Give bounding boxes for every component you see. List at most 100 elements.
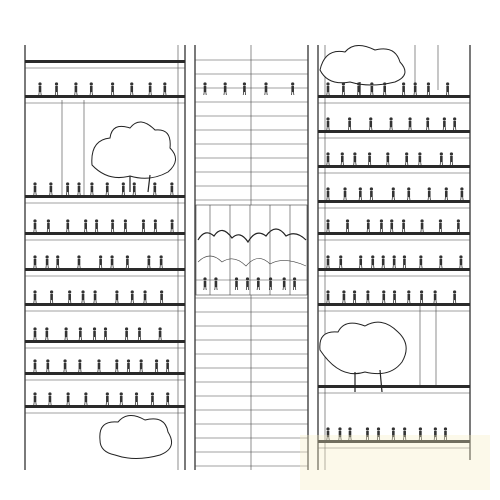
person-body	[359, 191, 362, 197]
person-head	[245, 277, 250, 281]
person-figure	[391, 427, 395, 441]
person-body	[79, 331, 82, 337]
person-head	[403, 427, 407, 431]
person-head	[408, 117, 412, 121]
person-body	[46, 363, 50, 369]
person-figure	[342, 290, 346, 304]
person-head	[369, 187, 373, 191]
person-head	[369, 117, 373, 121]
person-body	[153, 186, 157, 192]
person-head	[326, 117, 330, 121]
person-head	[77, 182, 81, 186]
person-figure	[418, 152, 422, 166]
person-body	[111, 86, 114, 92]
person-head	[94, 219, 99, 223]
person-body	[38, 86, 42, 92]
person-body	[151, 396, 154, 402]
person-figure	[81, 290, 85, 304]
person-body	[105, 186, 109, 192]
person-body	[392, 431, 395, 437]
person-head	[125, 255, 130, 259]
person-head	[33, 255, 37, 259]
person-head	[392, 255, 396, 259]
person-figure	[419, 290, 424, 304]
person-body	[420, 294, 423, 300]
person-body	[380, 223, 383, 229]
person-head	[234, 277, 239, 281]
person-figure	[256, 277, 260, 291]
person-head	[132, 182, 136, 186]
person-head	[420, 219, 424, 223]
person-figure	[446, 82, 450, 96]
person-body	[453, 121, 456, 127]
person-body	[326, 223, 330, 229]
person-body	[163, 86, 167, 92]
person-figure	[456, 219, 460, 233]
person-figure	[383, 82, 387, 96]
person-figure	[339, 255, 343, 269]
person-figure	[115, 359, 119, 373]
person-body	[119, 396, 123, 402]
person-head	[326, 290, 330, 294]
person-head	[359, 255, 363, 259]
person-head	[292, 277, 297, 281]
person-body	[66, 223, 70, 229]
person-head	[139, 359, 143, 363]
left-floor-slab	[25, 405, 185, 408]
person-head	[66, 392, 70, 396]
person-figure	[460, 187, 464, 201]
person-head	[134, 392, 139, 396]
person-head	[453, 117, 457, 121]
person-head	[357, 82, 361, 86]
person-head	[203, 277, 207, 281]
person-head	[84, 219, 88, 223]
person-head	[137, 327, 142, 331]
person-head	[66, 182, 70, 186]
person-body	[33, 363, 37, 369]
person-figure	[90, 182, 94, 196]
person-figure	[353, 152, 357, 166]
person-figure	[438, 219, 443, 233]
person-figure	[348, 117, 352, 131]
person-body	[393, 294, 396, 300]
person-figure	[401, 219, 406, 233]
watermark-logo	[300, 435, 490, 490]
person-head	[105, 182, 109, 186]
person-figure	[326, 427, 330, 441]
person-figure	[84, 392, 88, 406]
person-figure	[33, 182, 37, 196]
person-body	[78, 363, 82, 369]
person-body	[377, 431, 380, 437]
person-head	[352, 290, 357, 294]
person-figure	[33, 290, 37, 304]
person-figure	[153, 182, 157, 196]
person-head	[326, 82, 330, 86]
person-head	[46, 359, 50, 363]
person-body	[383, 86, 386, 92]
person-body	[405, 156, 408, 162]
person-body	[138, 331, 141, 337]
person-head	[268, 277, 273, 281]
person-body	[93, 294, 97, 300]
person-figure	[150, 392, 155, 406]
person-head	[366, 219, 370, 223]
person-body	[55, 86, 58, 92]
person-figure	[45, 255, 49, 269]
person-figure	[392, 255, 396, 269]
left-floor-slab	[25, 340, 185, 343]
person-head	[426, 82, 431, 86]
person-figure	[134, 392, 139, 406]
person-head	[389, 117, 393, 121]
person-figure	[439, 152, 443, 166]
person-figure	[77, 182, 81, 196]
person-body	[402, 223, 405, 229]
person-head	[33, 219, 37, 223]
person-body	[111, 223, 114, 229]
person-figure	[166, 392, 170, 406]
person-body	[264, 86, 268, 92]
person-body	[460, 191, 464, 197]
person-body	[235, 281, 238, 287]
person-head	[64, 327, 68, 331]
person-figure	[33, 359, 37, 373]
